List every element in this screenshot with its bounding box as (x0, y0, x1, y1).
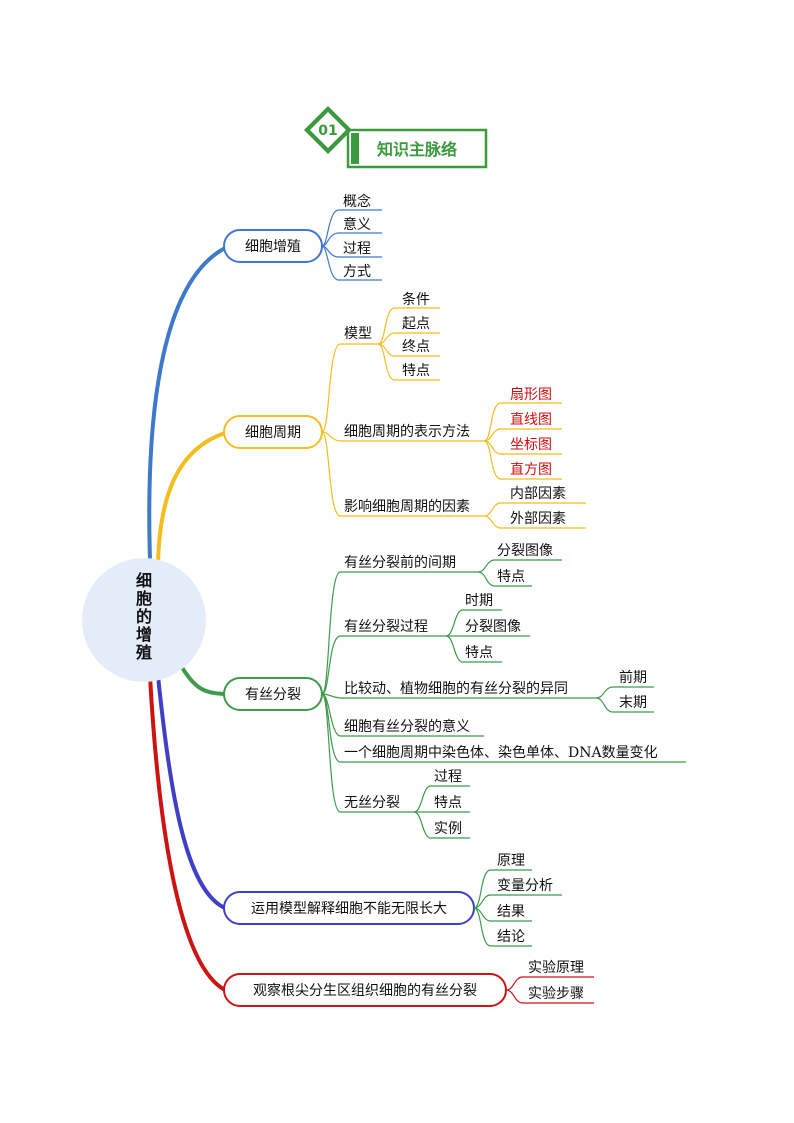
b3-amit-leaf-3: 实例 (434, 821, 462, 837)
root-label-char-4: 增 (136, 625, 152, 644)
b3-proc-curve-3 (445, 635, 463, 663)
b2-factor-curve-2 (483, 515, 501, 529)
b2-factor-leaf-1: 内部因素 (510, 486, 566, 502)
b2-repr-curve-4 (483, 440, 501, 480)
b4-leaf-1: 原理 (497, 853, 525, 869)
b2-curve-model (321, 343, 341, 433)
root-label-char-2: 胞 (135, 589, 152, 608)
connector-b3 (178, 662, 227, 696)
b3-cmp-leaf-1: 前期 (619, 669, 647, 686)
connector-b2 (156, 431, 227, 564)
root-node: 细 胞 的 增 殖 (82, 558, 206, 682)
b5-leaf-1: 实验原理 (528, 960, 584, 976)
b2-repr-leaf-1: 扇形图 (510, 387, 552, 403)
b1-leaf-1: 概念 (343, 193, 371, 210)
b3-curve-dna (321, 693, 341, 763)
b4-leaf-4: 结论 (497, 929, 525, 945)
b2-repr-leaf-4: 直方图 (510, 461, 552, 478)
b3-curve-process (321, 635, 341, 695)
branch-label-b1: 细胞增殖 (245, 238, 301, 255)
b2-curve-repr (321, 431, 341, 442)
branch-cell-cycle: 细胞周期 模型 细胞周期的表示方法 影响细胞周期的因素 条件 起点 终点 特点 (223, 291, 586, 529)
b2-factor-leaf-2: 外部因素 (510, 511, 566, 527)
b3-amit-curve-1 (413, 785, 431, 813)
branch-cell-size-model: 运用模型解释细胞不能无限长大 原理 变量分析 结果 结论 (223, 853, 562, 947)
b2-model-curve-1 (377, 307, 395, 345)
b2-model-leaf-1: 条件 (402, 291, 430, 308)
b3-inter-curve-1 (477, 559, 495, 573)
root-label-char-1: 细 (136, 571, 152, 590)
b2-factors-label: 影响细胞周期的因素 (344, 499, 470, 515)
main-connectors (147, 246, 227, 992)
connector-b1 (147, 246, 227, 562)
b1-leaf-4: 方式 (343, 264, 371, 280)
b5-curve-1 (505, 976, 523, 991)
b5-curve-2 (505, 989, 523, 1004)
header-accent-bar (351, 133, 359, 164)
b2-model-curve-4 (377, 343, 395, 381)
header-diamond-inner (310, 112, 346, 148)
b3-proc-leaf-3: 特点 (465, 645, 493, 661)
b2-repr-curve-1 (483, 402, 501, 442)
b3-proc-curve-1 (445, 609, 463, 637)
b3-inter-leaf-2: 特点 (497, 569, 525, 585)
connector-b5 (148, 674, 227, 992)
b3-cmp-leaf-2: 末期 (619, 695, 647, 711)
b2-repr-leaf-2: 直线图 (510, 411, 552, 428)
b4-curve-4 (473, 907, 491, 947)
b2-repr-leaf-3: 坐标图 (510, 437, 552, 453)
b2-model-label: 模型 (344, 326, 372, 342)
b1-leaf-3: 过程 (343, 241, 371, 257)
b1-leaf-2: 意义 (343, 216, 371, 233)
b2-repr-label: 细胞周期的表示方法 (344, 424, 470, 440)
root-label-char-5: 殖 (135, 643, 152, 662)
b3-dna-label: 一个细胞周期中染色体、染色单体、DNA数量变化 (344, 744, 658, 761)
branch-mitosis: 有丝分裂 有丝分裂前的间期 有丝分裂过程 比较动、植物细胞的有丝分裂的异同 细胞… (223, 543, 686, 839)
header-title: 知识主脉络 (377, 140, 457, 159)
b1-curve-1 (321, 209, 339, 247)
b3-inter-curve-2 (477, 571, 495, 587)
b3-amit-leaf-2: 特点 (434, 795, 462, 811)
branch-cell-proliferation: 细胞增殖 概念 意义 过程 方式 (223, 193, 382, 281)
b3-meaning-label: 细胞有丝分裂的意义 (344, 718, 470, 735)
root-label-char-3: 的 (136, 607, 152, 626)
b3-inter-leaf-1: 分裂图像 (497, 543, 553, 559)
b3-cmp-curve-2 (595, 697, 613, 713)
b3-amitosis-label: 无丝分裂 (344, 795, 400, 811)
b5-leaf-2: 实验步骤 (528, 986, 584, 1002)
connector-b4 (156, 674, 227, 910)
branch-label-b4: 运用模型解释细胞不能无限长大 (251, 901, 447, 917)
branch-label-b5: 观察根尖分生区组织细胞的有丝分裂 (253, 982, 477, 999)
header-number: 01 (318, 123, 337, 139)
header-title-box (346, 128, 488, 169)
b2-model-leaf-4: 特点 (402, 363, 430, 379)
b3-cmp-curve-1 (595, 686, 613, 699)
b3-proc-leaf-1: 时期 (465, 593, 493, 609)
branch-label-b3: 有丝分裂 (245, 687, 301, 703)
b3-amit-leaf-1: 过程 (434, 769, 462, 785)
b2-curve-factors (321, 431, 341, 517)
b4-curve-1 (473, 869, 491, 909)
b2-model-leaf-2: 起点 (402, 316, 430, 332)
b3-curve-amitosis (321, 693, 341, 813)
section-header: 01 知识主脉络 (304, 106, 488, 169)
b3-interphase-label: 有丝分裂前的间期 (344, 554, 456, 571)
b3-amit-curve-3 (413, 811, 431, 839)
b4-leaf-3: 结果 (497, 904, 525, 920)
b3-curve-interphase (321, 571, 341, 695)
b4-curve-2 (473, 894, 491, 909)
root-circle (82, 558, 206, 682)
b4-leaf-2: 变量分析 (497, 878, 553, 894)
branch-label-b2: 细胞周期 (245, 425, 301, 441)
b3-process-label: 有丝分裂过程 (344, 619, 428, 635)
b3-proc-leaf-2: 分裂图像 (465, 619, 521, 635)
b2-model-leaf-3: 终点 (402, 339, 430, 355)
b2-factor-curve-1 (483, 502, 501, 517)
b1-curve-4 (321, 245, 339, 281)
b3-compare-label: 比较动、植物细胞的有丝分裂的异同 (344, 681, 568, 697)
branch-root-tip-observation: 观察根尖分生区组织细胞的有丝分裂 实验原理 实验步骤 (223, 960, 594, 1007)
